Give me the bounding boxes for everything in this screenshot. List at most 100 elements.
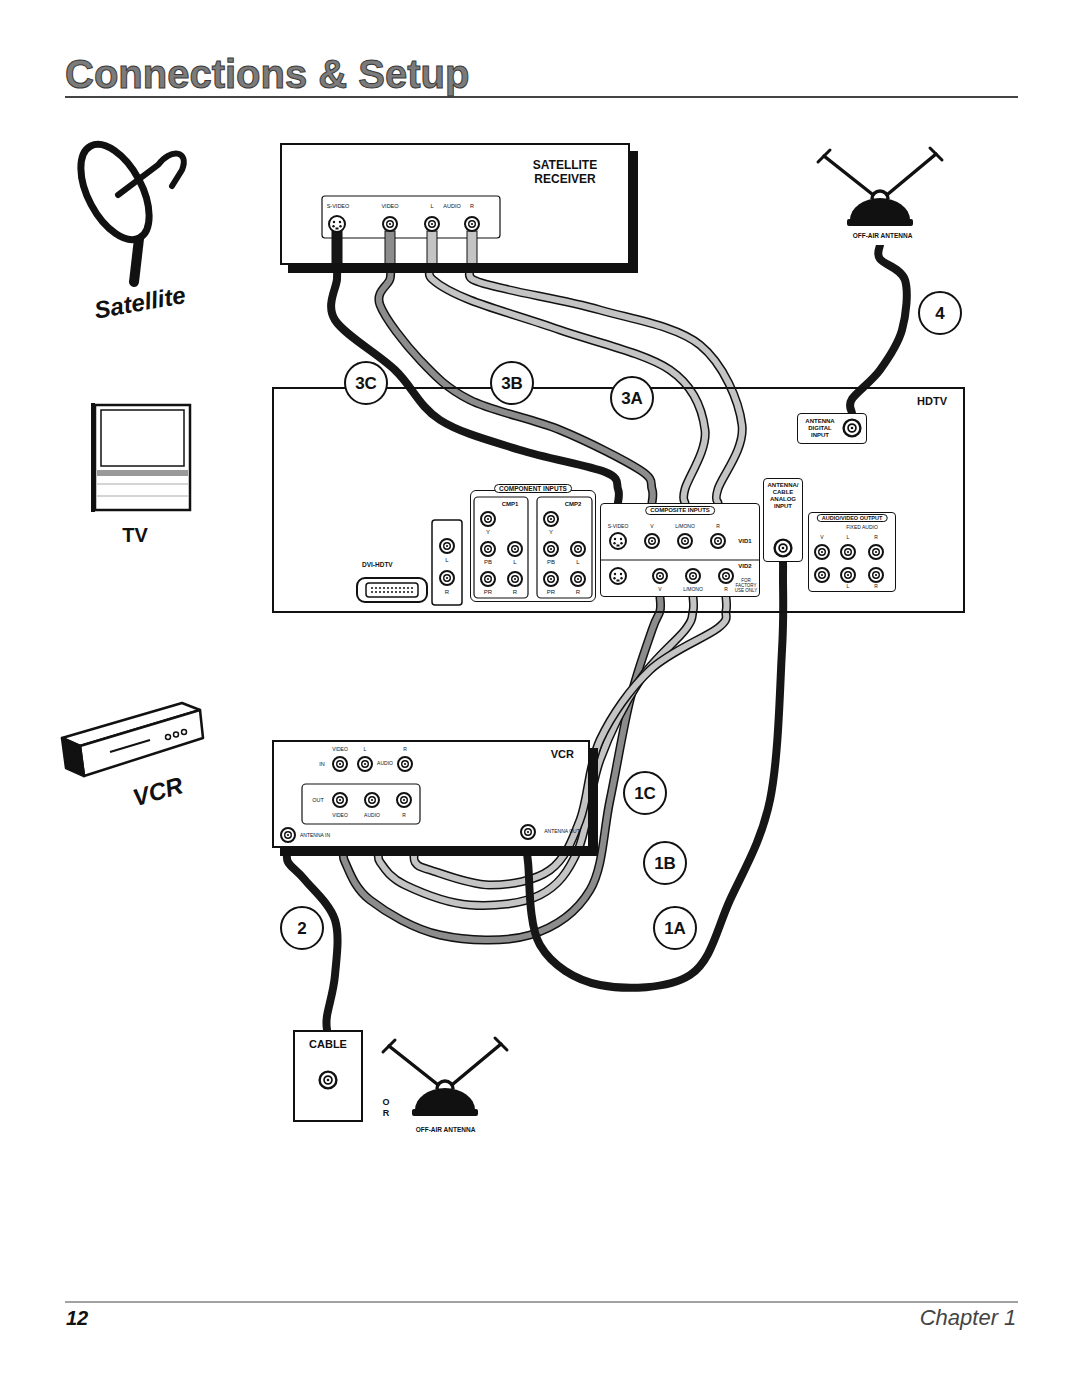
digital-input-box: ANTENNA DIGITAL INPUT bbox=[797, 413, 867, 444]
part-label: FIXED AUDIO bbox=[846, 525, 878, 531]
callout-number: 1A bbox=[664, 920, 686, 937]
callout-number: 3C bbox=[355, 375, 377, 392]
page-number: 12 bbox=[66, 1307, 88, 1329]
antenna-node: OFF-AIR ANTENNA bbox=[820, 150, 945, 245]
node-label: ANTENNA DIGITAL INPUT bbox=[801, 418, 839, 439]
cable-outline bbox=[469, 265, 742, 503]
component-group: COMPONENT INPUTS bbox=[470, 490, 596, 602]
part-label: S-VIDEO bbox=[327, 203, 350, 209]
node-label: COMPOSITE INPUTS bbox=[645, 506, 715, 515]
vcr-back-panel: VCR bbox=[272, 740, 590, 848]
wall-jack bbox=[320, 1072, 337, 1089]
node-label: DVI-HDTV bbox=[362, 561, 393, 568]
callout-circle: 4 bbox=[918, 291, 962, 335]
tv-back-panel: HDTVANTENNA DIGITAL INPUTDVI-HDTVCOMPONE… bbox=[272, 387, 965, 613]
cable-line bbox=[379, 265, 653, 503]
callout-number: 3A bbox=[621, 390, 643, 407]
part-label: L bbox=[847, 535, 850, 541]
node-label: CABLE bbox=[295, 1038, 361, 1051]
callout-number: 4 bbox=[935, 305, 944, 322]
cable-connector bbox=[469, 265, 742, 503]
callout-circle: 1C bbox=[623, 771, 667, 815]
node-label: SATELLITE RECEIVER bbox=[520, 159, 610, 187]
cable-connector bbox=[527, 562, 783, 988]
part-label: L bbox=[364, 747, 367, 753]
part-label: PB bbox=[484, 559, 492, 566]
callout-circle: 1A bbox=[653, 906, 697, 950]
part-label: R bbox=[874, 535, 878, 541]
part-label: CMP2 bbox=[565, 501, 582, 508]
part-label: R bbox=[403, 747, 407, 753]
vcr-panel-jacks bbox=[281, 757, 535, 842]
callout-circle: 1B bbox=[643, 841, 687, 885]
part-label: ANTENNA OUT bbox=[544, 829, 580, 835]
analog-input-box: ANTENNA/ CABLE ANALOG INPUT bbox=[763, 478, 803, 562]
part-label: L bbox=[576, 559, 579, 566]
tv-panel-jacks bbox=[357, 420, 883, 605]
node-label: AUDIO/VIDEO OUTPUT bbox=[817, 514, 888, 522]
part-label: R bbox=[445, 589, 449, 596]
node-label: COMPONENT INPUTS bbox=[494, 484, 572, 493]
cable-line bbox=[469, 265, 742, 503]
part-label: PR bbox=[547, 589, 555, 596]
part-label: V bbox=[820, 535, 823, 541]
part-label: V bbox=[658, 587, 661, 593]
part-label: VIDEO bbox=[332, 747, 348, 753]
page-title: Connections & Setup bbox=[65, 54, 469, 94]
part-label: O R bbox=[382, 1097, 390, 1119]
part-label: R bbox=[470, 203, 474, 209]
part-label: PR bbox=[484, 589, 492, 596]
part-label: Y bbox=[549, 529, 553, 536]
part-label: R bbox=[576, 589, 580, 596]
part-label: R bbox=[402, 813, 406, 819]
part-label: AUDIO bbox=[377, 761, 393, 767]
part-label: Y bbox=[486, 529, 490, 536]
part-label: L bbox=[513, 559, 516, 566]
part-label: VIDEO bbox=[332, 813, 348, 819]
node-label: OFF-AIR ANTENNA bbox=[820, 232, 945, 239]
part-label: R bbox=[724, 587, 728, 593]
part-label: CMP1 bbox=[502, 501, 519, 508]
node-label: ANTENNA/ CABLE ANALOG INPUT bbox=[765, 482, 801, 510]
part-label: FOR FACTORY USE ONLY bbox=[734, 578, 758, 593]
part-label: VID1 bbox=[738, 538, 751, 545]
icon-label: Satellite bbox=[92, 282, 187, 324]
callout-number: 1B bbox=[654, 855, 676, 872]
vcr-icon bbox=[62, 703, 203, 776]
part-label: R bbox=[874, 584, 878, 590]
part-label: L/MONO bbox=[683, 587, 703, 593]
chapter-label: Chapter 1 bbox=[920, 1306, 1017, 1330]
cable-outlet-box: CABLE bbox=[293, 1030, 363, 1122]
callout-circle: 3B bbox=[490, 361, 534, 405]
antenna-icons bbox=[383, 148, 942, 1116]
antenna-node: OFF-AIR ANTENNA bbox=[383, 1025, 508, 1133]
part-label: VID2 bbox=[738, 563, 751, 570]
cable-outline bbox=[378, 597, 693, 905]
rules bbox=[65, 97, 1018, 1302]
part-label: R bbox=[513, 589, 517, 596]
part-label: L/MONO bbox=[675, 524, 695, 530]
cable-outline bbox=[379, 265, 653, 503]
cable-line bbox=[378, 597, 693, 905]
part-label: L bbox=[847, 584, 850, 590]
part-label: OUT bbox=[312, 797, 324, 803]
icon-label: VCR bbox=[130, 772, 186, 811]
callout-number: 1C bbox=[634, 785, 656, 802]
callout-circle: 3C bbox=[344, 361, 388, 405]
part-label: VIDEO bbox=[381, 203, 398, 209]
part-label: L bbox=[445, 557, 448, 564]
av-output-group: AUDIO/VIDEO OUTPUT bbox=[808, 512, 896, 592]
cable-connector bbox=[378, 597, 693, 905]
callout-circle: 2 bbox=[280, 906, 324, 950]
part-label: PB bbox=[547, 559, 555, 566]
icon-label: TV bbox=[122, 524, 148, 546]
part-label: L bbox=[430, 203, 433, 209]
part-label: IN bbox=[319, 761, 325, 767]
part-label: AUDIO bbox=[443, 203, 460, 209]
part-label: AUDIO bbox=[364, 813, 380, 819]
part-label: V bbox=[650, 524, 653, 530]
receiver-jacks bbox=[322, 196, 500, 265]
